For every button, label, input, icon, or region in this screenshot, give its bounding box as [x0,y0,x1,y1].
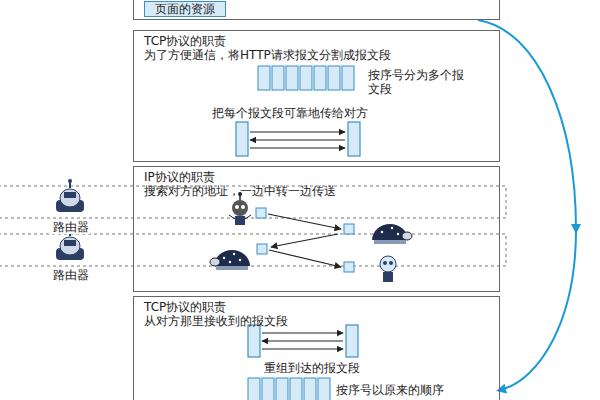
drawing-part [245,215,251,219]
drawing-part [268,214,341,229]
box-text: 把每个报文段可靠地传给对方 [212,106,368,120]
flow-arrow [478,20,576,390]
process-box: IP协议的职责搜索对方的地址，一边中转一边传送 [133,166,500,292]
router-label: 路由器 [52,220,90,234]
drawing-part [239,259,241,261]
box-heading: TCP协议的职责 [144,300,226,314]
relay-arrow [268,214,341,267]
drawing-part [235,205,239,209]
box-text: 按序号以原来的顺序 [336,383,444,397]
drawing-part [300,66,312,90]
drawing-part [304,378,316,400]
box-text: 为了方便通信，将HTTP请求报文分割成报文段 [144,48,391,62]
drawing-part [272,66,284,90]
segment-row [248,378,330,400]
drawing-part [262,340,343,341]
drawing-part [344,224,354,234]
drawing-part [286,66,298,90]
router-label: 路由器 [52,268,90,282]
drawing-part [233,253,235,255]
drawing-part [276,378,288,400]
drawing-part [389,261,393,265]
robot-turtle [210,250,250,270]
drawing-part [258,66,270,90]
drawing-part [250,131,345,132]
drawing-part [328,66,340,90]
drawing-part [346,325,358,357]
drawing-part [250,139,345,140]
drawing-part [271,234,338,247]
drawing-part [248,325,260,357]
drawing-part [229,215,235,219]
drawing-part [68,179,72,183]
drawing-part [229,261,231,263]
drawing-part [397,233,399,235]
robot [380,256,396,282]
drawing-part [256,208,266,218]
drawing-part [64,240,76,246]
drawing-part [348,122,360,156]
drawing-part [262,348,343,349]
drawing-part [60,237,80,255]
process-box: TCP协议的职责从对方那里接收到的报文段重组到达的报文段按序号以原来的顺序 [133,296,500,400]
drawing-part [241,205,245,209]
process-box: TCP协议的职责为了方便通信，将HTTP请求报文分割成报文段按序号分为多个报文段… [133,30,500,162]
drawing-part [318,378,330,400]
drawing-part [383,272,393,282]
drawing-part [60,189,80,207]
drawing-part [381,231,383,233]
segment-row [258,66,354,90]
drawing-part [262,378,274,400]
packet [256,208,354,272]
robot-turtle [372,224,412,244]
drawing-part [236,122,248,156]
drawing-part [314,66,326,90]
drawing-part [64,192,76,198]
drawing-part [402,232,412,240]
drawing-part [232,200,248,216]
drawing-part [210,258,220,266]
router-band [0,186,506,266]
drawing-part [262,332,343,333]
drawing-part [344,262,354,272]
box-heading: IP协议的职责 [144,170,215,184]
router-icon [56,179,84,212]
box-text: 重组到达的报文段 [264,361,360,375]
box-heading: TCP协议的职责 [144,34,226,48]
box-text: 页面的资源 [144,1,226,17]
drawing-part [383,261,387,265]
drawing-part [374,240,406,244]
drawing-part [223,257,225,259]
drawing-part [248,378,260,400]
drawing-part [290,378,302,400]
drawing-part [257,244,267,254]
box-text: 从对方那里接收到的报文段 [144,314,288,328]
drawing-part [235,216,245,225]
box-text: 按序号分为多个报文段 [368,68,466,96]
box-text: 搜索对方的地址，一边中转一边传送 [144,184,336,198]
drawing-part [216,266,248,270]
drawing-part [0,234,506,266]
drawing-part [342,66,354,90]
drawing-part [250,147,345,148]
segment-exchange [248,325,358,357]
drawing-part [380,256,396,272]
drawing-part [269,250,341,267]
process-box: 页面的资源 [133,0,500,20]
segment-exchange [236,122,360,156]
drawing-part [391,227,393,229]
